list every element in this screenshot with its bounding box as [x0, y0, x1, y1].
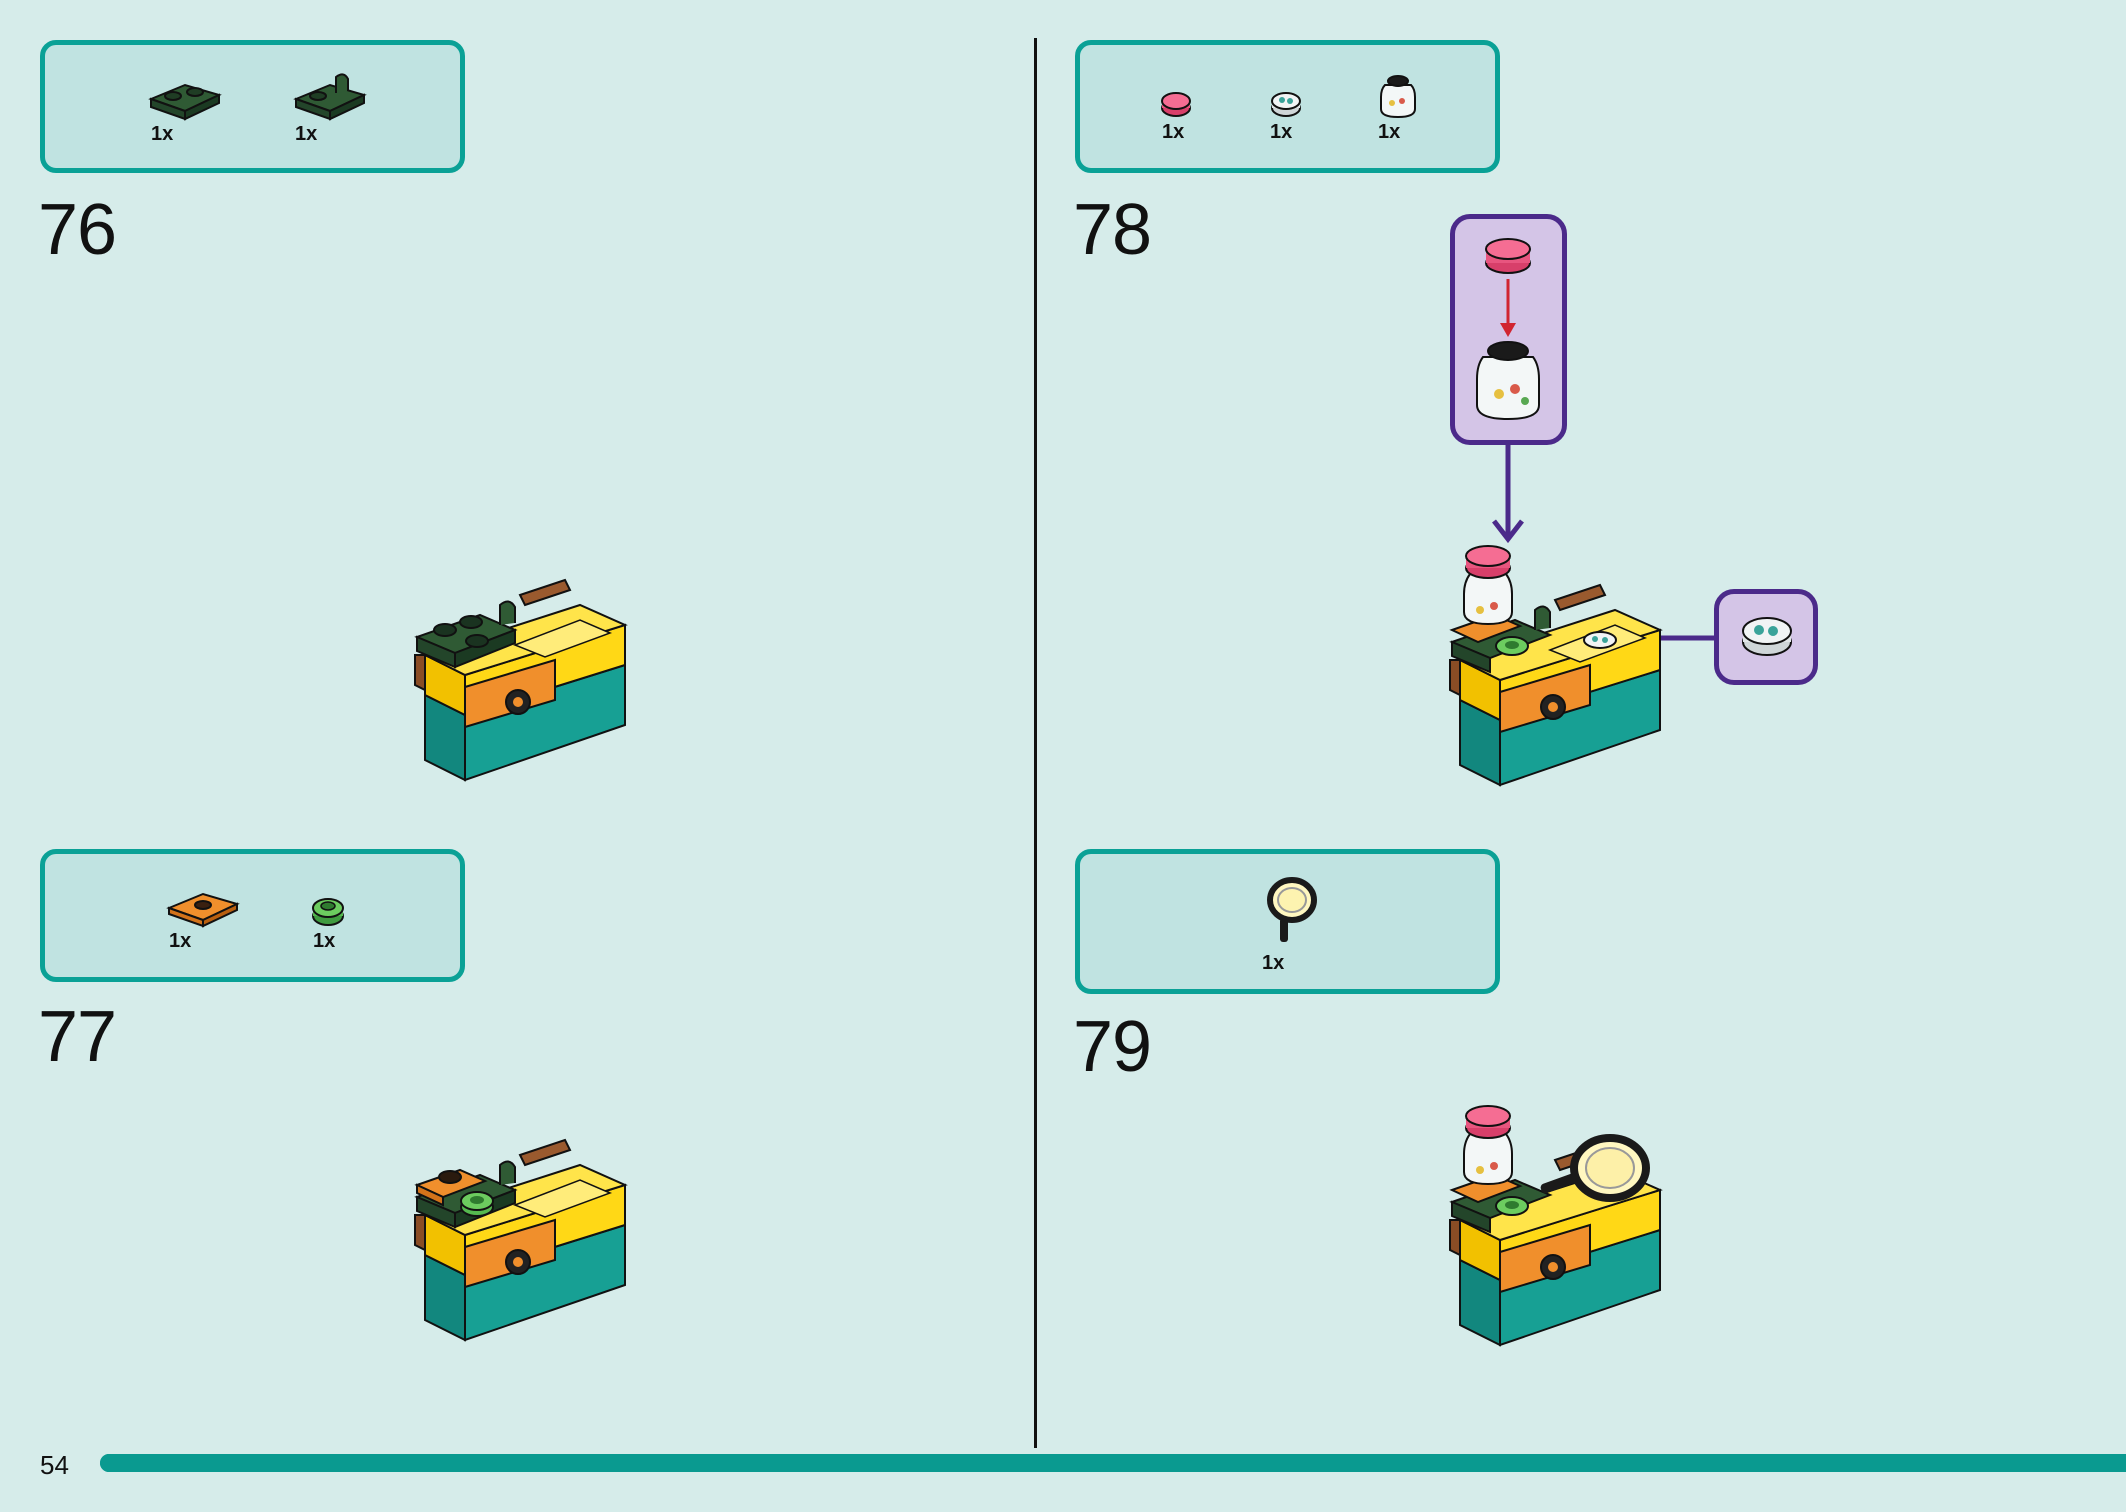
- dark-green-plate-1x2-icon: [148, 83, 222, 121]
- parts-box-step-77: 1x 1x: [40, 849, 465, 982]
- step-number-77: 77: [38, 997, 117, 1077]
- part-quantity: 1x: [151, 123, 174, 145]
- part-quantity: 1x: [1262, 952, 1285, 974]
- transparent-jar-icon: [1380, 75, 1416, 119]
- build-model-step-76: [414, 578, 628, 782]
- parts-box-step-78: 1x 1x 1x: [1075, 40, 1500, 173]
- step-number-78: 78: [1073, 190, 1152, 270]
- build-model-step-78: [1449, 545, 1663, 787]
- part-quantity: 1x: [313, 930, 336, 952]
- progress-bar-fill: [100, 1454, 2126, 1472]
- parts-box-step-79: 1x: [1075, 849, 1500, 994]
- page-number: 54: [40, 1450, 69, 1480]
- part-quantity: 1x: [1162, 121, 1185, 143]
- progress-bar: [100, 1454, 2126, 1472]
- part-quantity: 1x: [295, 123, 318, 145]
- green-round-plate-icon: [312, 898, 344, 926]
- dark-green-clip-plate-icon: [293, 73, 367, 121]
- magnifying-glass-icon: [1267, 877, 1317, 942]
- orange-jumper-plate-icon: [166, 892, 240, 928]
- step-number-79: 79: [1073, 1007, 1152, 1087]
- part-quantity: 1x: [1270, 121, 1293, 143]
- parts-box-step-76: 1x 1x: [40, 40, 465, 173]
- printed-round-tile-icon: [1742, 617, 1792, 656]
- sub-assembly-callout-tile: [1714, 589, 1818, 685]
- part-quantity: 1x: [1378, 121, 1401, 143]
- jar-assembly-icon: [1476, 238, 1540, 421]
- build-model-step-77: [414, 1138, 628, 1342]
- step-number-76: 76: [38, 190, 117, 270]
- pink-round-tile-icon: [1161, 92, 1191, 117]
- page-divider: [1034, 38, 1037, 1448]
- build-model-step-79: [1449, 1105, 1663, 1347]
- sub-assembly-callout-jar: [1450, 214, 1567, 445]
- printed-round-tile-icon: [1271, 92, 1301, 117]
- part-quantity: 1x: [169, 930, 192, 952]
- assembly-arrow-down: [1492, 445, 1524, 544]
